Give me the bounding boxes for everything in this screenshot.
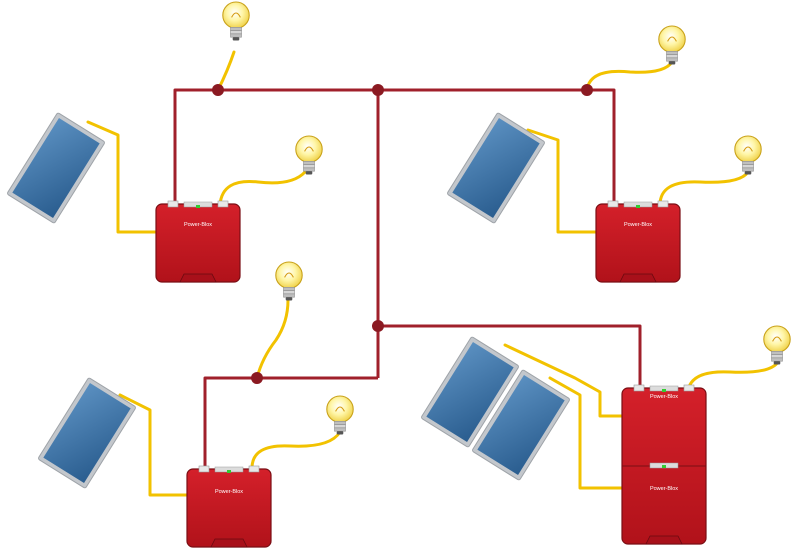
power-box-label: Power-Blox bbox=[650, 394, 678, 400]
grid-node bbox=[212, 84, 224, 96]
bulb-wire-5 bbox=[255, 298, 290, 380]
power-box-icon: Power-Blox bbox=[595, 200, 681, 283]
grid-line-top bbox=[173, 88, 616, 205]
light-bulb-icon bbox=[658, 25, 686, 66]
power-box-label: Power-Blox bbox=[624, 222, 652, 228]
bulb-wire-1 bbox=[218, 170, 307, 207]
panel-wire-2 bbox=[526, 128, 598, 234]
panel-wire-4 bbox=[503, 343, 624, 418]
light-bulb-icon bbox=[734, 135, 762, 176]
bulb-wire-4 bbox=[250, 430, 342, 470]
solar-panel-icon bbox=[446, 111, 546, 225]
light-bulb-icon bbox=[295, 135, 323, 176]
grid-node bbox=[251, 372, 263, 384]
power-box-label: Power-Blox bbox=[184, 222, 212, 228]
panel-wire-1 bbox=[86, 120, 157, 234]
bulb-wire-6 bbox=[686, 360, 780, 394]
power-box-icon: Power-Blox bbox=[155, 200, 241, 283]
grid-line-bottom bbox=[203, 376, 378, 468]
solar-panel-icon bbox=[6, 111, 106, 225]
light-bulb-icon bbox=[763, 325, 791, 366]
light-bulb-icon bbox=[326, 395, 354, 436]
bulb-wire-3 bbox=[585, 60, 674, 92]
grid-node bbox=[581, 84, 593, 96]
grid-node bbox=[372, 84, 384, 96]
light-bulb-icon bbox=[275, 261, 303, 302]
grid-node bbox=[372, 320, 384, 332]
power-box-label: Power-Blox bbox=[215, 489, 243, 495]
grid-lines bbox=[173, 88, 642, 468]
power-box-icon: Power-Blox bbox=[186, 465, 272, 548]
power-box-label: Power-Blox bbox=[650, 486, 678, 492]
grid-line-right bbox=[378, 324, 642, 392]
load-wires bbox=[86, 50, 780, 497]
bulb-wire-2 bbox=[658, 170, 750, 207]
panel-wire-5 bbox=[548, 376, 624, 490]
bulb-wire-0 bbox=[216, 50, 236, 92]
light-bulb-icon bbox=[222, 1, 250, 42]
grid-nodes bbox=[212, 84, 593, 384]
power-box-stack: Power-Blox Power-Blox bbox=[621, 384, 707, 545]
panel-wire-3 bbox=[118, 393, 190, 497]
